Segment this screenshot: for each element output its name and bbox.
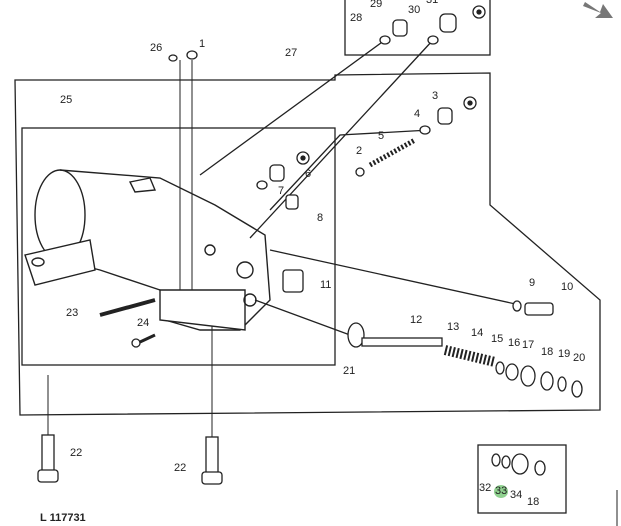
- plugs-side: [256, 151, 310, 293]
- callout-31[interactable]: 31: [426, 0, 439, 6]
- callout-30[interactable]: 30: [408, 4, 421, 16]
- callout-24[interactable]: 24: [137, 317, 150, 329]
- callout-19[interactable]: 19: [558, 348, 571, 360]
- callout-12[interactable]: 12: [410, 314, 423, 326]
- callout-7[interactable]: 7: [278, 185, 285, 197]
- arrow-icon: [583, 2, 613, 18]
- callout-10[interactable]: 10: [561, 281, 574, 293]
- inset-frame-top: [344, 0, 491, 56]
- callout-13[interactable]: 13: [447, 321, 460, 333]
- callout-1[interactable]: 1: [199, 38, 206, 50]
- callout-18[interactable]: 18: [527, 496, 540, 508]
- plugs-top: [379, 5, 486, 45]
- callout-32[interactable]: 32: [479, 482, 492, 494]
- callout-18[interactable]: 18: [541, 346, 554, 358]
- callout-25[interactable]: 25: [60, 94, 73, 106]
- callout-9[interactable]: 9: [529, 277, 536, 289]
- seal-kit: [491, 453, 546, 476]
- callout-6[interactable]: 6: [305, 168, 312, 180]
- reference-number: L 117731: [40, 512, 86, 524]
- callout-16[interactable]: 16: [508, 337, 521, 349]
- callout-20[interactable]: 20: [573, 352, 586, 364]
- housing-frame: [21, 127, 336, 366]
- callout-27[interactable]: 27: [285, 47, 298, 59]
- relief-valve-parts: [355, 96, 477, 177]
- callout-26[interactable]: 26: [150, 42, 163, 54]
- callout-34[interactable]: 34: [510, 489, 523, 501]
- callout-8[interactable]: 8: [317, 212, 324, 224]
- callout-17[interactable]: 17: [522, 339, 535, 351]
- callout-21[interactable]: 21: [343, 365, 356, 377]
- callout-15[interactable]: 15: [491, 333, 504, 345]
- assembly-frame: [14, 72, 601, 416]
- bolts: [37, 50, 223, 485]
- callout-11[interactable]: 11: [320, 279, 332, 291]
- spool-parts: [347, 300, 583, 398]
- callout-22[interactable]: 22: [70, 447, 83, 459]
- callout-29[interactable]: 29: [370, 0, 383, 10]
- inset-frame-bottom: [477, 444, 567, 514]
- callout-14[interactable]: 14: [471, 327, 484, 339]
- callout-4[interactable]: 4: [414, 108, 421, 120]
- callout-23[interactable]: 23: [66, 307, 79, 319]
- callout-28[interactable]: 28: [350, 12, 363, 24]
- callout-2[interactable]: 2: [356, 145, 363, 157]
- callout-3[interactable]: 3: [432, 90, 439, 102]
- callout-22[interactable]: 22: [174, 462, 187, 474]
- callout-5[interactable]: 5: [378, 130, 385, 142]
- steering-valve-housing: [24, 169, 271, 331]
- callout-33-highlighted[interactable]: 33: [494, 485, 509, 498]
